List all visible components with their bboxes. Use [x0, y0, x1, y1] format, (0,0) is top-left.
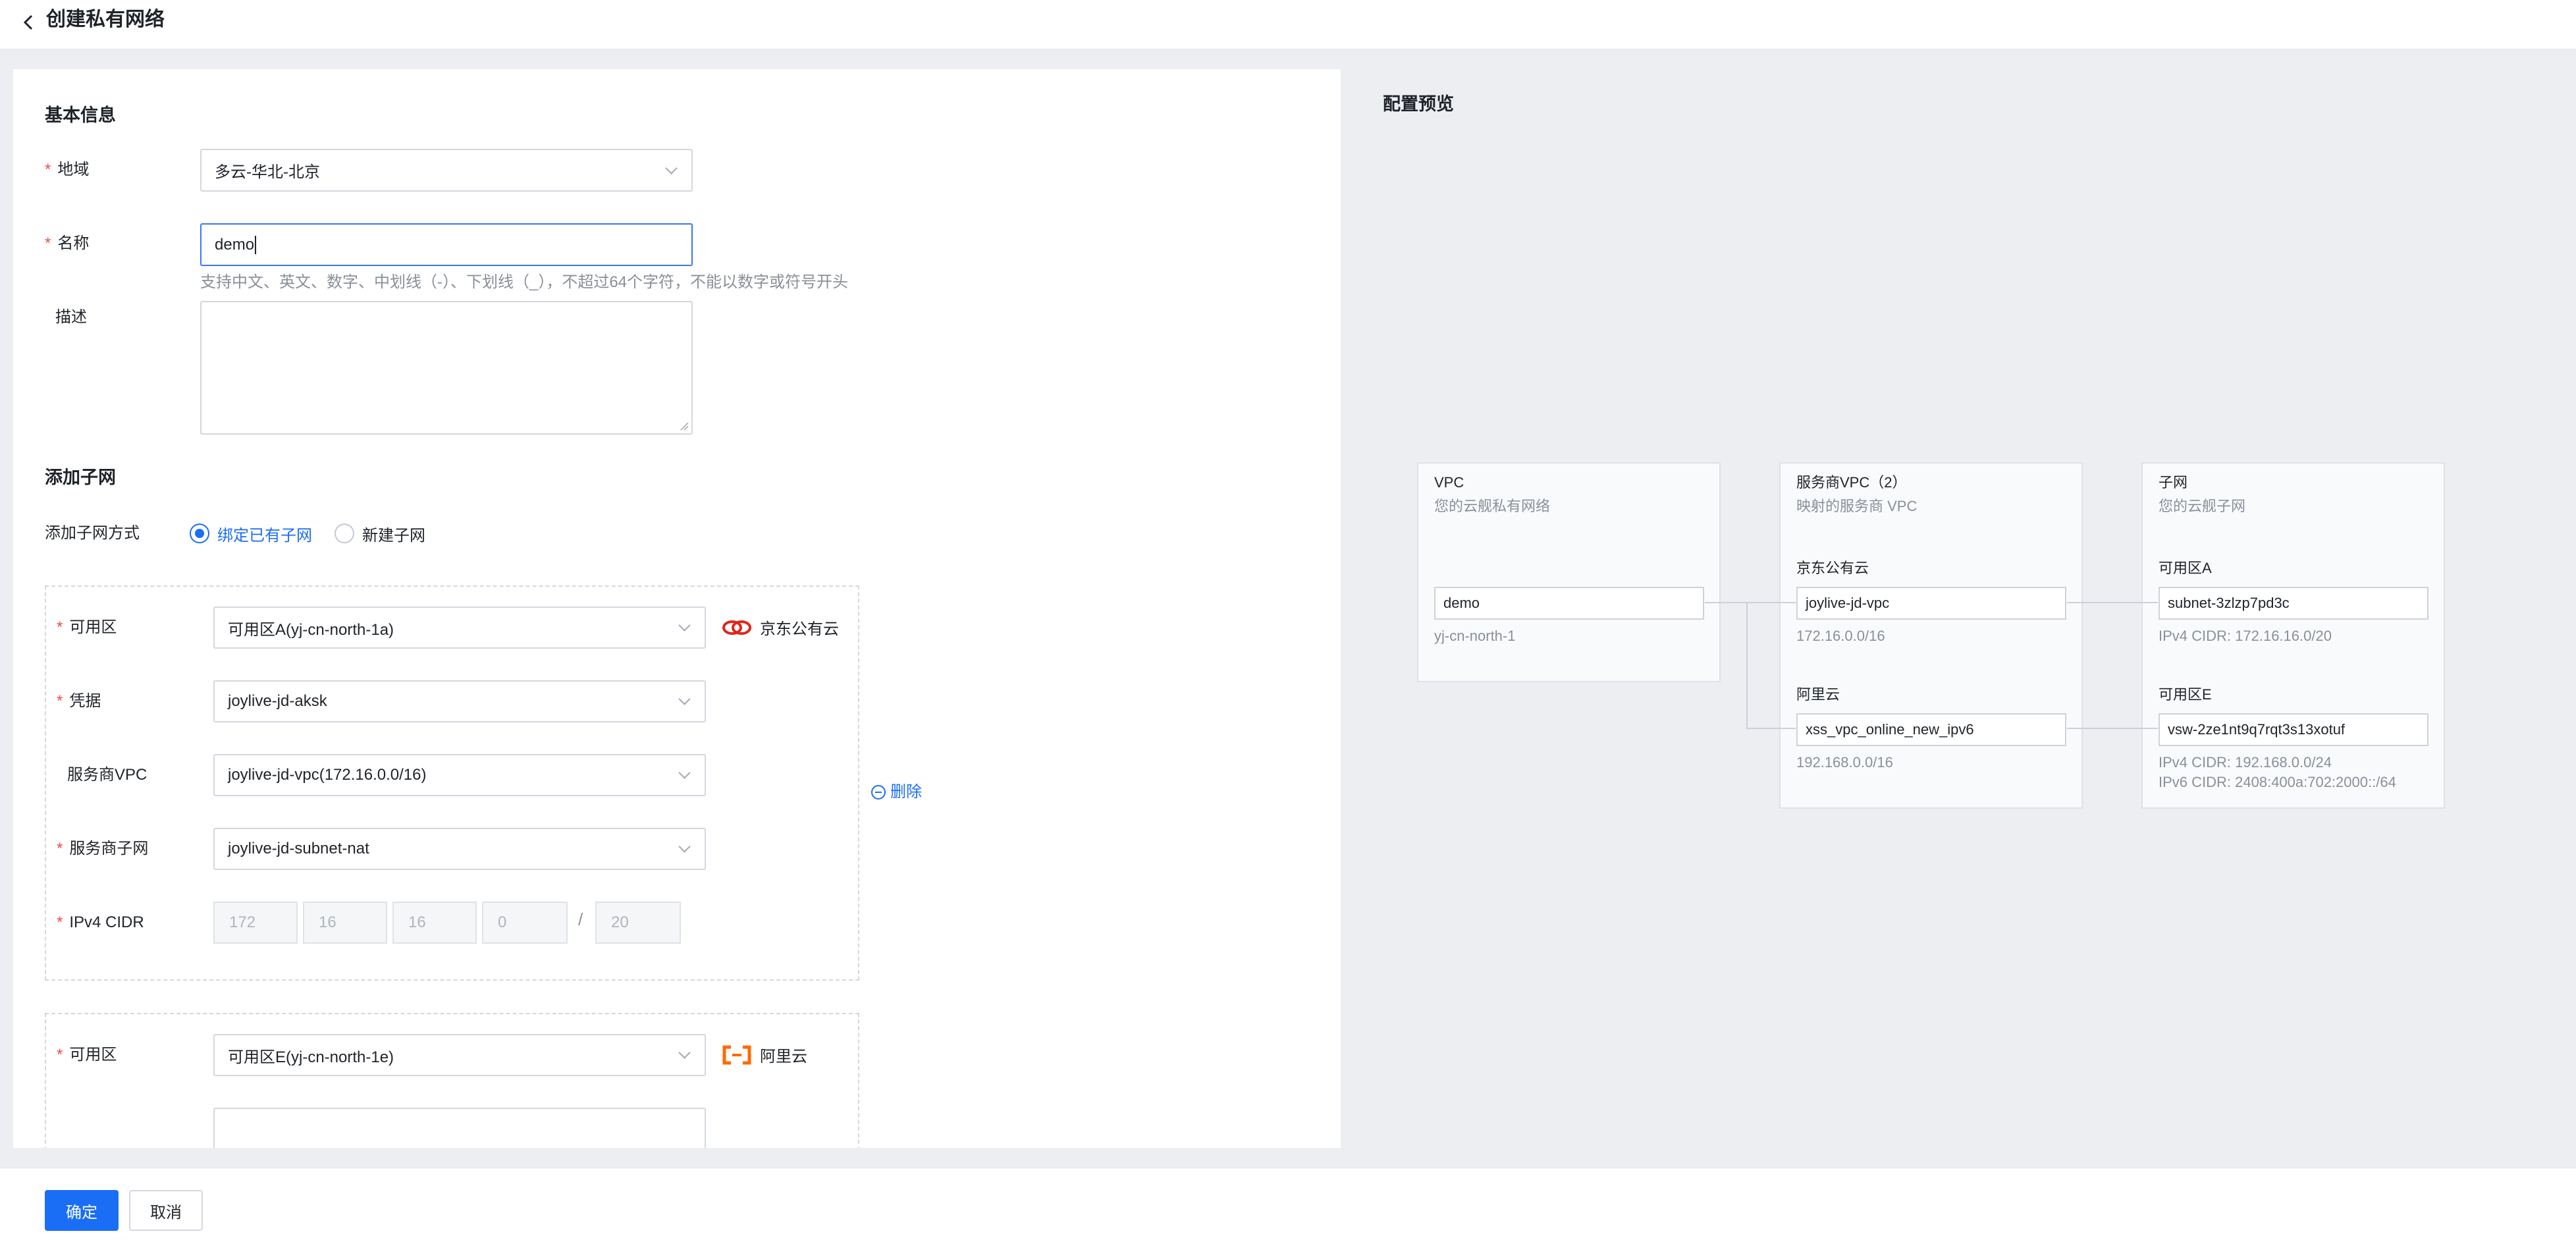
subnet-node-1: subnet-3zlzp7pd3c	[2159, 587, 2428, 620]
subnet-group-1: 可用区 可用区A(yj-cn-north-1a) 京东公有云 凭据 joyliv…	[45, 585, 859, 981]
chevron-down-icon	[665, 161, 678, 175]
resize-handle-icon[interactable]	[680, 421, 689, 431]
subnet-card-subtitle: 您的云舰子网	[2159, 498, 2246, 514]
cidr-octet-4: 0	[482, 902, 568, 944]
connector-vpc-branch	[1746, 602, 1748, 728]
region-value: 多云-华北-北京	[215, 163, 320, 181]
confirm-button[interactable]: 确定	[45, 1190, 119, 1231]
provider-jd: 京东公有云	[722, 616, 839, 639]
radio-bind-existing[interactable]: 绑定已有子网	[190, 522, 312, 545]
chevron-down-icon	[678, 1046, 691, 1059]
credential-select-2[interactable]	[213, 1108, 706, 1148]
add-subnet-title: 添加子网	[45, 468, 116, 487]
service-vpc-select[interactable]: joylive-jd-vpc(172.16.0.0/16)	[213, 754, 706, 796]
preview-title: 配置预览	[1383, 94, 1454, 114]
subnet-meta-1: IPv4 CIDR: 172.16.16.0/20	[2159, 628, 2332, 644]
name-input[interactable]: demo	[200, 223, 693, 266]
subnet-meta-2-ipv4: IPv4 CIDR: 192.168.0.0/24	[2159, 754, 2332, 771]
zone-value: 可用区A(yj-cn-north-1a)	[228, 620, 394, 639]
subnet-mode-label: 添加子网方式	[45, 524, 140, 542]
cidr-octet-2: 16	[303, 902, 387, 944]
subnet-card-title: 子网	[2159, 474, 2188, 491]
credential-select[interactable]: joylive-jd-aksk	[213, 680, 706, 722]
provider-aliyun-label: 阿里云	[760, 1048, 807, 1066]
cidr-label: IPv4 CIDR	[57, 909, 144, 936]
zone-label-2: 可用区	[57, 1042, 117, 1068]
name-label: 名称	[45, 230, 89, 257]
zone-label: 可用区	[57, 614, 117, 641]
vpc-card-subtitle: 您的云舰私有网络	[1434, 498, 1551, 514]
credential-label: 凭据	[57, 688, 101, 715]
radio-checked-icon	[190, 524, 209, 543]
connector-vpc-svc1	[1705, 602, 1796, 603]
service-vpc-node-2: xss_vpc_online_new_ipv6	[1796, 713, 2066, 746]
text-cursor	[255, 235, 257, 254]
page-footer: 确定 取消	[0, 1168, 2576, 1246]
basic-info-title: 基本信息	[45, 105, 116, 125]
page-title: 创建私有网络	[46, 9, 165, 30]
credential-value: joylive-jd-aksk	[228, 692, 327, 710]
connector-svc1-subnet1	[2067, 602, 2158, 603]
radio-unchecked-icon	[335, 524, 354, 543]
cidr-octet-1: 172	[213, 902, 298, 944]
service-vpc-group-label-1: 京东公有云	[1796, 560, 1869, 576]
service-vpc-group-label-2: 阿里云	[1796, 686, 1840, 703]
vpc-node-meta: yj-cn-north-1	[1434, 628, 1516, 644]
radio-create-new-label: 新建子网	[362, 526, 425, 545]
cidr-mask: 20	[595, 902, 681, 944]
subnet-group-2: 可用区 可用区E(yj-cn-north-1e) 阿里云	[45, 1013, 859, 1148]
jd-cloud-logo-icon	[722, 620, 751, 635]
service-vpc-node-1: joylive-jd-vpc	[1796, 587, 2066, 620]
preview-vpc-card: VPC 您的云舰私有网络 demo yj-cn-north-1	[1417, 462, 1721, 682]
page-header: 创建私有网络	[0, 0, 2576, 49]
minus-circle-icon	[871, 785, 886, 799]
chevron-down-icon	[678, 693, 691, 705]
provider-aliyun: 阿里云	[722, 1043, 807, 1066]
subnet-meta-2-ipv6: IPv6 CIDR: 2408:400a:702:2000::/64	[2159, 774, 2396, 790]
zone-value-2: 可用区E(yj-cn-north-1e)	[228, 1048, 394, 1066]
cancel-button[interactable]: 取消	[129, 1190, 203, 1231]
name-hint: 支持中文、英文、数字、中划线（-）、下划线（_），不超过64个字符，不能以数字或…	[200, 273, 849, 291]
aliyun-logo-icon	[722, 1045, 751, 1064]
service-subnet-select[interactable]: joylive-jd-subnet-nat	[213, 828, 706, 870]
chevron-down-icon	[678, 767, 691, 779]
subnet-node-2: vsw-2ze1nt9q7rqt3s13xotuf	[2159, 713, 2428, 746]
subnet-group-label-1: 可用区A	[2159, 560, 2212, 576]
region-select[interactable]: 多云-华北-北京	[200, 149, 693, 192]
service-vpc-card-title: 服务商VPC（2）	[1796, 474, 1907, 491]
connector-svc2-subnet2	[2067, 728, 2158, 729]
radio-create-new[interactable]: 新建子网	[335, 522, 425, 545]
subnet-group-label-2: 可用区E	[2159, 686, 2212, 703]
delete-label: 删除	[890, 783, 922, 801]
zone-select-2[interactable]: 可用区E(yj-cn-north-1e)	[213, 1034, 706, 1076]
vpc-node: demo	[1434, 587, 1704, 620]
service-vpc-meta-2: 192.168.0.0/16	[1796, 754, 1893, 771]
chevron-down-icon	[678, 619, 691, 632]
name-value: demo	[215, 235, 255, 254]
service-vpc-value: joylive-jd-vpc(172.16.0.0/16)	[228, 766, 427, 784]
cidr-octet-3: 16	[392, 902, 477, 944]
preview-subnet-card: 子网 您的云舰子网 可用区A subnet-3zlzp7pd3c IPv4 CI…	[2141, 462, 2445, 809]
service-subnet-value: joylive-jd-subnet-nat	[228, 840, 369, 857]
region-label: 地域	[45, 157, 89, 183]
description-textarea[interactable]	[200, 301, 693, 435]
form-panel: 基本信息 地域 多云-华北-北京 名称 demo 支持中文、英文、数字、中划线（…	[13, 69, 1341, 1148]
provider-jd-label: 京东公有云	[760, 620, 839, 638]
service-subnet-label: 服务商子网	[57, 836, 148, 862]
vpc-card-title: VPC	[1434, 474, 1464, 491]
zone-select[interactable]: 可用区A(yj-cn-north-1a)	[213, 607, 706, 649]
connector-vpc-svc2	[1746, 728, 1796, 729]
delete-subnet-button[interactable]: 删除	[871, 781, 922, 803]
cidr-separator: /	[578, 909, 583, 929]
service-vpc-label: 服务商VPC	[67, 766, 148, 784]
radio-bind-existing-label: 绑定已有子网	[217, 526, 312, 545]
back-chevron-icon[interactable]	[18, 9, 38, 36]
description-label: 描述	[55, 308, 87, 326]
preview-service-vpc-card: 服务商VPC（2） 映射的服务商 VPC 京东公有云 joylive-jd-vp…	[1779, 462, 2083, 809]
service-vpc-meta-1: 172.16.0.0/16	[1796, 628, 1885, 644]
chevron-down-icon	[678, 840, 691, 853]
service-vpc-card-subtitle: 映射的服务商 VPC	[1796, 498, 1918, 514]
